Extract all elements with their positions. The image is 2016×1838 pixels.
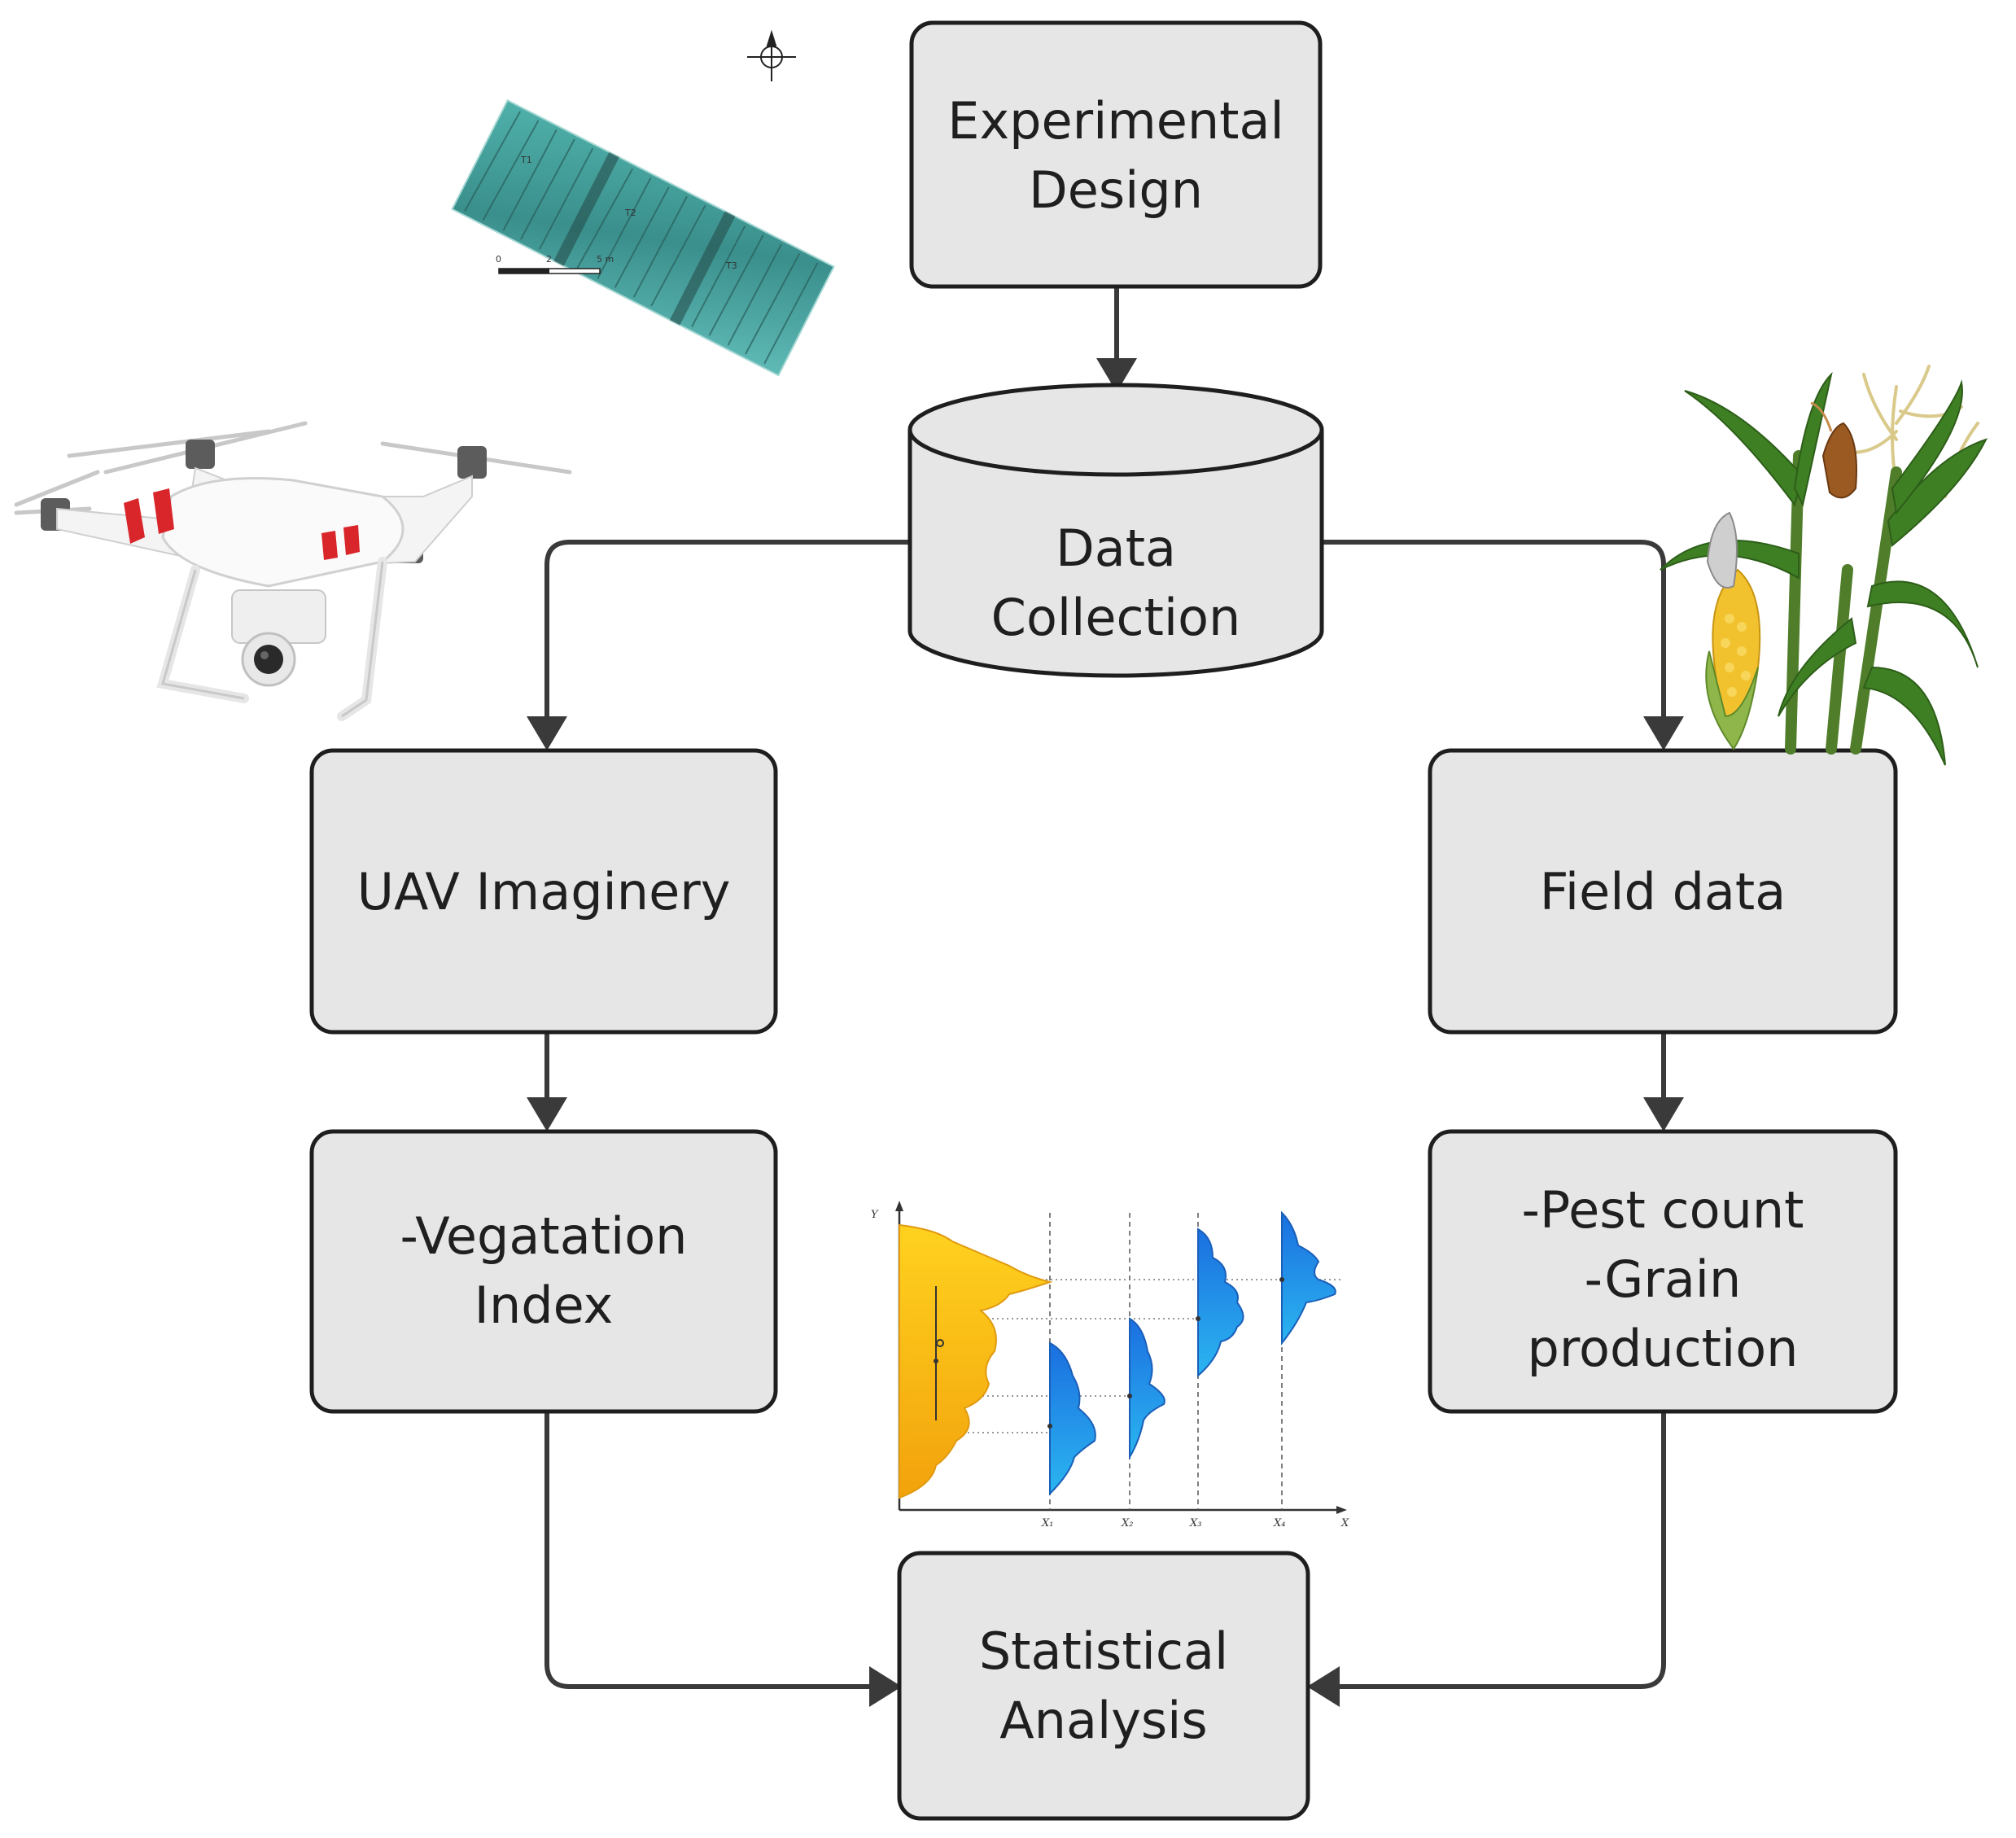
uav-imagery-label: UAV Imaginery (357, 862, 731, 921)
dist-x-axis-label: X (1340, 1517, 1349, 1529)
pest-grain-line-2: -Grain (1585, 1249, 1742, 1309)
compass-icon (747, 29, 796, 81)
map-scale-bar: 0 2 5 m (496, 254, 614, 274)
scale-tick-5m: 5 m (597, 254, 614, 265)
arrowheads (527, 358, 1684, 1707)
vegetation-index-line-1: -Vegatation (400, 1206, 688, 1266)
dist-x-tick-4: X₄ (1273, 1517, 1285, 1529)
dist-blue-density-3 (1197, 1228, 1244, 1378)
map-plot-label-t2: T2 (624, 208, 636, 218)
arrow-vegetation-to-stats (544, 1411, 875, 1689)
experimental-design-line-2: Design (1029, 160, 1203, 220)
node-uav-imagery: UAV Imaginery (309, 748, 778, 1035)
drone-icon (14, 421, 572, 721)
map-plot-label-t3: T3 (725, 260, 737, 271)
arrow-collection-to-uav (544, 540, 910, 724)
dist-x-tick-1: X₁ (1041, 1517, 1053, 1529)
connectors (544, 287, 1666, 1689)
data-collection-line-1: Data (1056, 519, 1176, 578)
node-data-collection: Data Collection (907, 383, 1324, 678)
vegetation-index-line-2: Index (474, 1276, 614, 1335)
arrowhead-stats-right (1307, 1666, 1340, 1707)
node-field-data: Field data (1428, 748, 1898, 1035)
arrowhead-uav (527, 716, 567, 751)
arrowhead-field (1643, 716, 1684, 751)
node-statistical-analysis: Statistical Analysis (897, 1551, 1310, 1821)
data-collection-line-2: Collection (991, 588, 1241, 647)
arrow-pest-to-stats (1333, 1411, 1666, 1689)
arrowhead-vegetation (527, 1097, 567, 1131)
scale-tick-2: 2 (546, 254, 552, 265)
arrowhead-pest (1643, 1097, 1684, 1131)
arrowhead-collection (1096, 358, 1137, 392)
node-pest-grain: -Pest count -Grain production (1428, 1129, 1898, 1414)
node-experimental-design: Experimental Design (909, 20, 1323, 289)
statistical-analysis-line-1: Statistical (979, 1621, 1228, 1681)
dist-y-axis-label: Y (871, 1209, 879, 1221)
dist-x-tick-2: X₂ (1121, 1517, 1133, 1529)
dist-yellow-density (899, 1223, 1053, 1499)
scale-tick-0: 0 (496, 254, 501, 265)
arrowhead-stats-left (869, 1666, 902, 1707)
dist-x-tick-3: X₃ (1189, 1517, 1201, 1529)
map-plot-label-t1: T1 (520, 155, 532, 165)
dist-blue-density-1 (1049, 1341, 1096, 1496)
field-data-label: Field data (1540, 862, 1786, 921)
arrow-collection-to-field (1323, 540, 1666, 724)
dist-blue-density-2 (1129, 1317, 1165, 1460)
field-map-icon: T1 T2 T3 0 2 5 m (451, 98, 835, 377)
corn-plant-icon (1660, 365, 1988, 766)
pest-grain-line-1: -Pest count (1522, 1180, 1804, 1240)
statistical-analysis-line-2: Analysis (999, 1691, 1207, 1750)
pest-grain-line-3: production (1528, 1319, 1799, 1378)
distribution-figure: Y X X₁ (871, 1201, 1349, 1529)
node-vegetation-index: -Vegatation Index (309, 1129, 778, 1414)
experimental-design-line-1: Experimental (947, 91, 1284, 151)
dist-blue-density-4 (1281, 1210, 1336, 1346)
